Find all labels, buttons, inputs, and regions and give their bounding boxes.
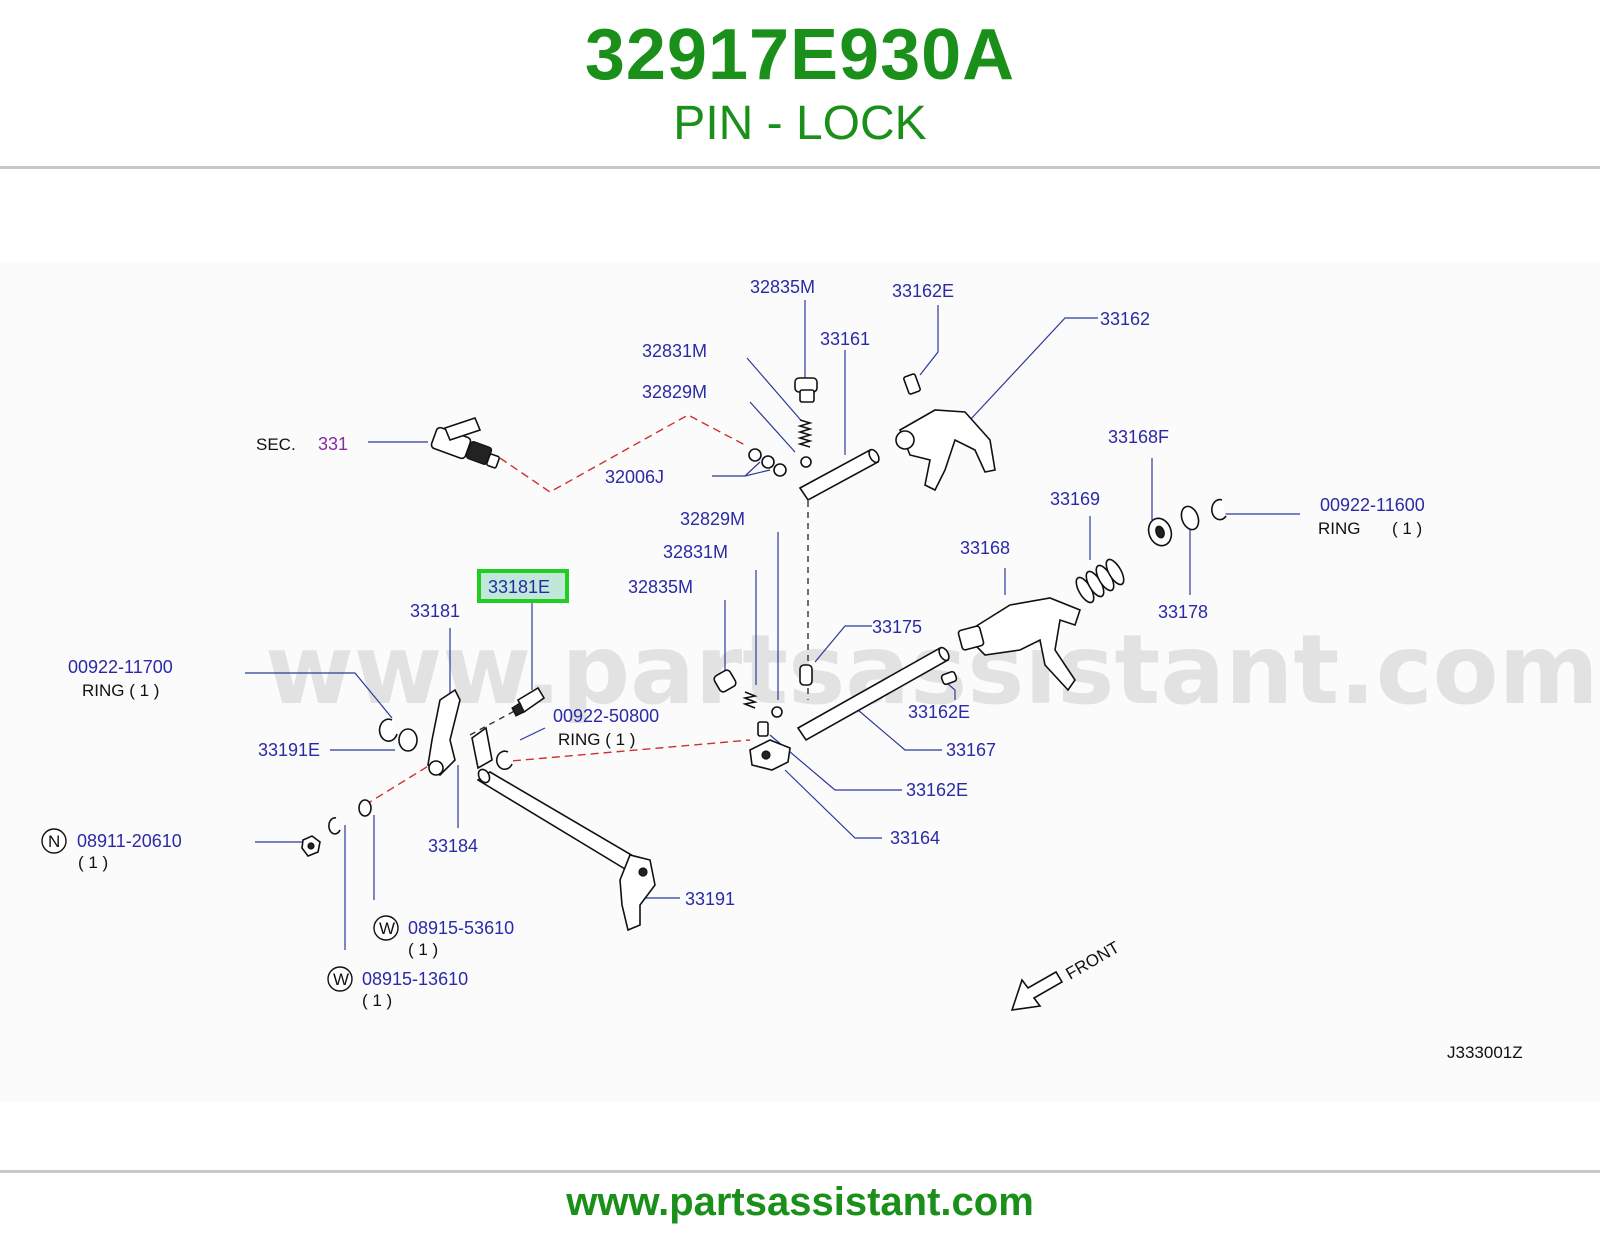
label-33181E: 33181E [488,577,550,597]
label-33168: 33168 [960,538,1010,558]
label-08915-53610: 08915-53610 [408,918,514,938]
label-qty-13610: ( 1 ) [362,991,392,1010]
label-ring-11700: RING ( 1 ) [82,681,159,700]
label-33191E: 33191E [258,740,320,760]
front-arrow-icon [1010,970,1064,1011]
ring-00922-11700 [378,718,398,742]
spring-33169 [1075,558,1125,604]
label-ring-11600: RING [1318,519,1361,538]
lever-33181 [427,688,461,777]
label-ring-11600-qty: ( 1 ) [1392,519,1422,538]
badge-n: N [48,832,60,851]
ball-top [800,456,812,468]
highlight-box [477,569,569,603]
label-sec-331: 331 [318,434,348,454]
fork-33162 [895,409,996,492]
label-33178: 33178 [1158,602,1208,622]
bracket-33164 [749,739,791,771]
assembly-line-pin [469,707,521,736]
part-number-title: 32917E930A [584,15,1016,95]
label-32829M-mid: 32829M [680,509,745,529]
switch-assembly [430,417,500,469]
label-33181: 33181 [410,601,460,621]
label-32831M-mid: 32831M [663,542,728,562]
badge-w2: W [333,970,349,989]
label-08911-20610: 08911-20610 [77,831,182,851]
badge-w1-circle [373,915,399,941]
footer-divider [0,1170,1600,1173]
header-divider [0,166,1600,169]
assembly-line-sec [499,414,746,493]
badge-w2-circle [327,966,353,992]
label-08915-13610: 08915-13610 [362,969,468,989]
washer-33191E [398,728,418,752]
leader-lines [245,300,1300,950]
ring-00922-50800 [495,750,513,771]
ring-00922-11600 [1211,498,1227,521]
assembly-line-shaft [499,739,751,763]
pin-33162E-top [903,373,921,395]
badge-w1: W [379,919,395,938]
fork-33168 [957,597,1081,692]
diagram-code: J333001Z [1447,1043,1523,1062]
assembly-line-washer [364,764,431,806]
label-33167: 33167 [946,740,996,760]
pin-33175 [799,664,813,686]
label-00922-50800: 00922-50800 [553,706,659,726]
pin-33162E-low [757,721,769,737]
pin-33162E-mid [940,670,958,686]
washer-08915-13610 [328,817,341,835]
label-33162: 33162 [1100,309,1150,329]
plug-top [794,377,818,403]
footer-url: www.partsassistant.com [566,1180,1034,1224]
rod-33167 [796,646,950,742]
balls-32006J [748,448,787,477]
bush-33168F [1147,517,1173,547]
label-33191: 33191 [685,889,735,909]
label-32835M-mid: 32835M [628,577,693,597]
label-00922-11600: 00922-11600 [1320,495,1425,515]
label-33162E-low: 33162E [906,780,968,800]
nut-08911-20610 [301,835,321,857]
label-32006J: 32006J [605,467,664,487]
label-33175: 33175 [872,617,922,637]
plate-33184 [471,726,493,770]
label-32829M-top: 32829M [642,382,707,402]
label-00922-11700: 00922-11700 [68,657,173,677]
washer-33178 [1180,505,1200,531]
label-qty-53610: ( 1 ) [408,940,438,959]
label-front: FRONT [1063,938,1123,984]
label-33161: 33161 [820,329,870,349]
badge-n-circle [41,828,67,854]
shaft-33191 [476,768,656,932]
label-sec: SEC. [256,435,296,454]
page-header: 32917E930A PIN - LOCK [0,0,1600,168]
ball-mid [771,706,783,718]
label-33162E-top: 33162E [892,281,954,301]
washer-08915-53610 [358,799,372,817]
rod-33161 [798,448,880,502]
label-32835M-top: 32835M [750,277,815,297]
label-qty-20610: ( 1 ) [78,853,108,872]
label-ring-50800: RING ( 1 ) [558,730,635,749]
label-33169: 33169 [1050,489,1100,509]
label-33168F: 33168F [1108,427,1169,447]
label-33162E-mid: 33162E [908,702,970,722]
label-33164: 33164 [890,828,940,848]
spring-mid [742,691,758,709]
part-name-subtitle: PIN - LOCK [673,97,927,150]
label-32831M-top: 32831M [642,341,707,361]
spring-top [797,419,813,448]
lock-pin-33181E [511,686,546,717]
label-33184: 33184 [428,836,478,856]
plug-mid [713,669,737,693]
